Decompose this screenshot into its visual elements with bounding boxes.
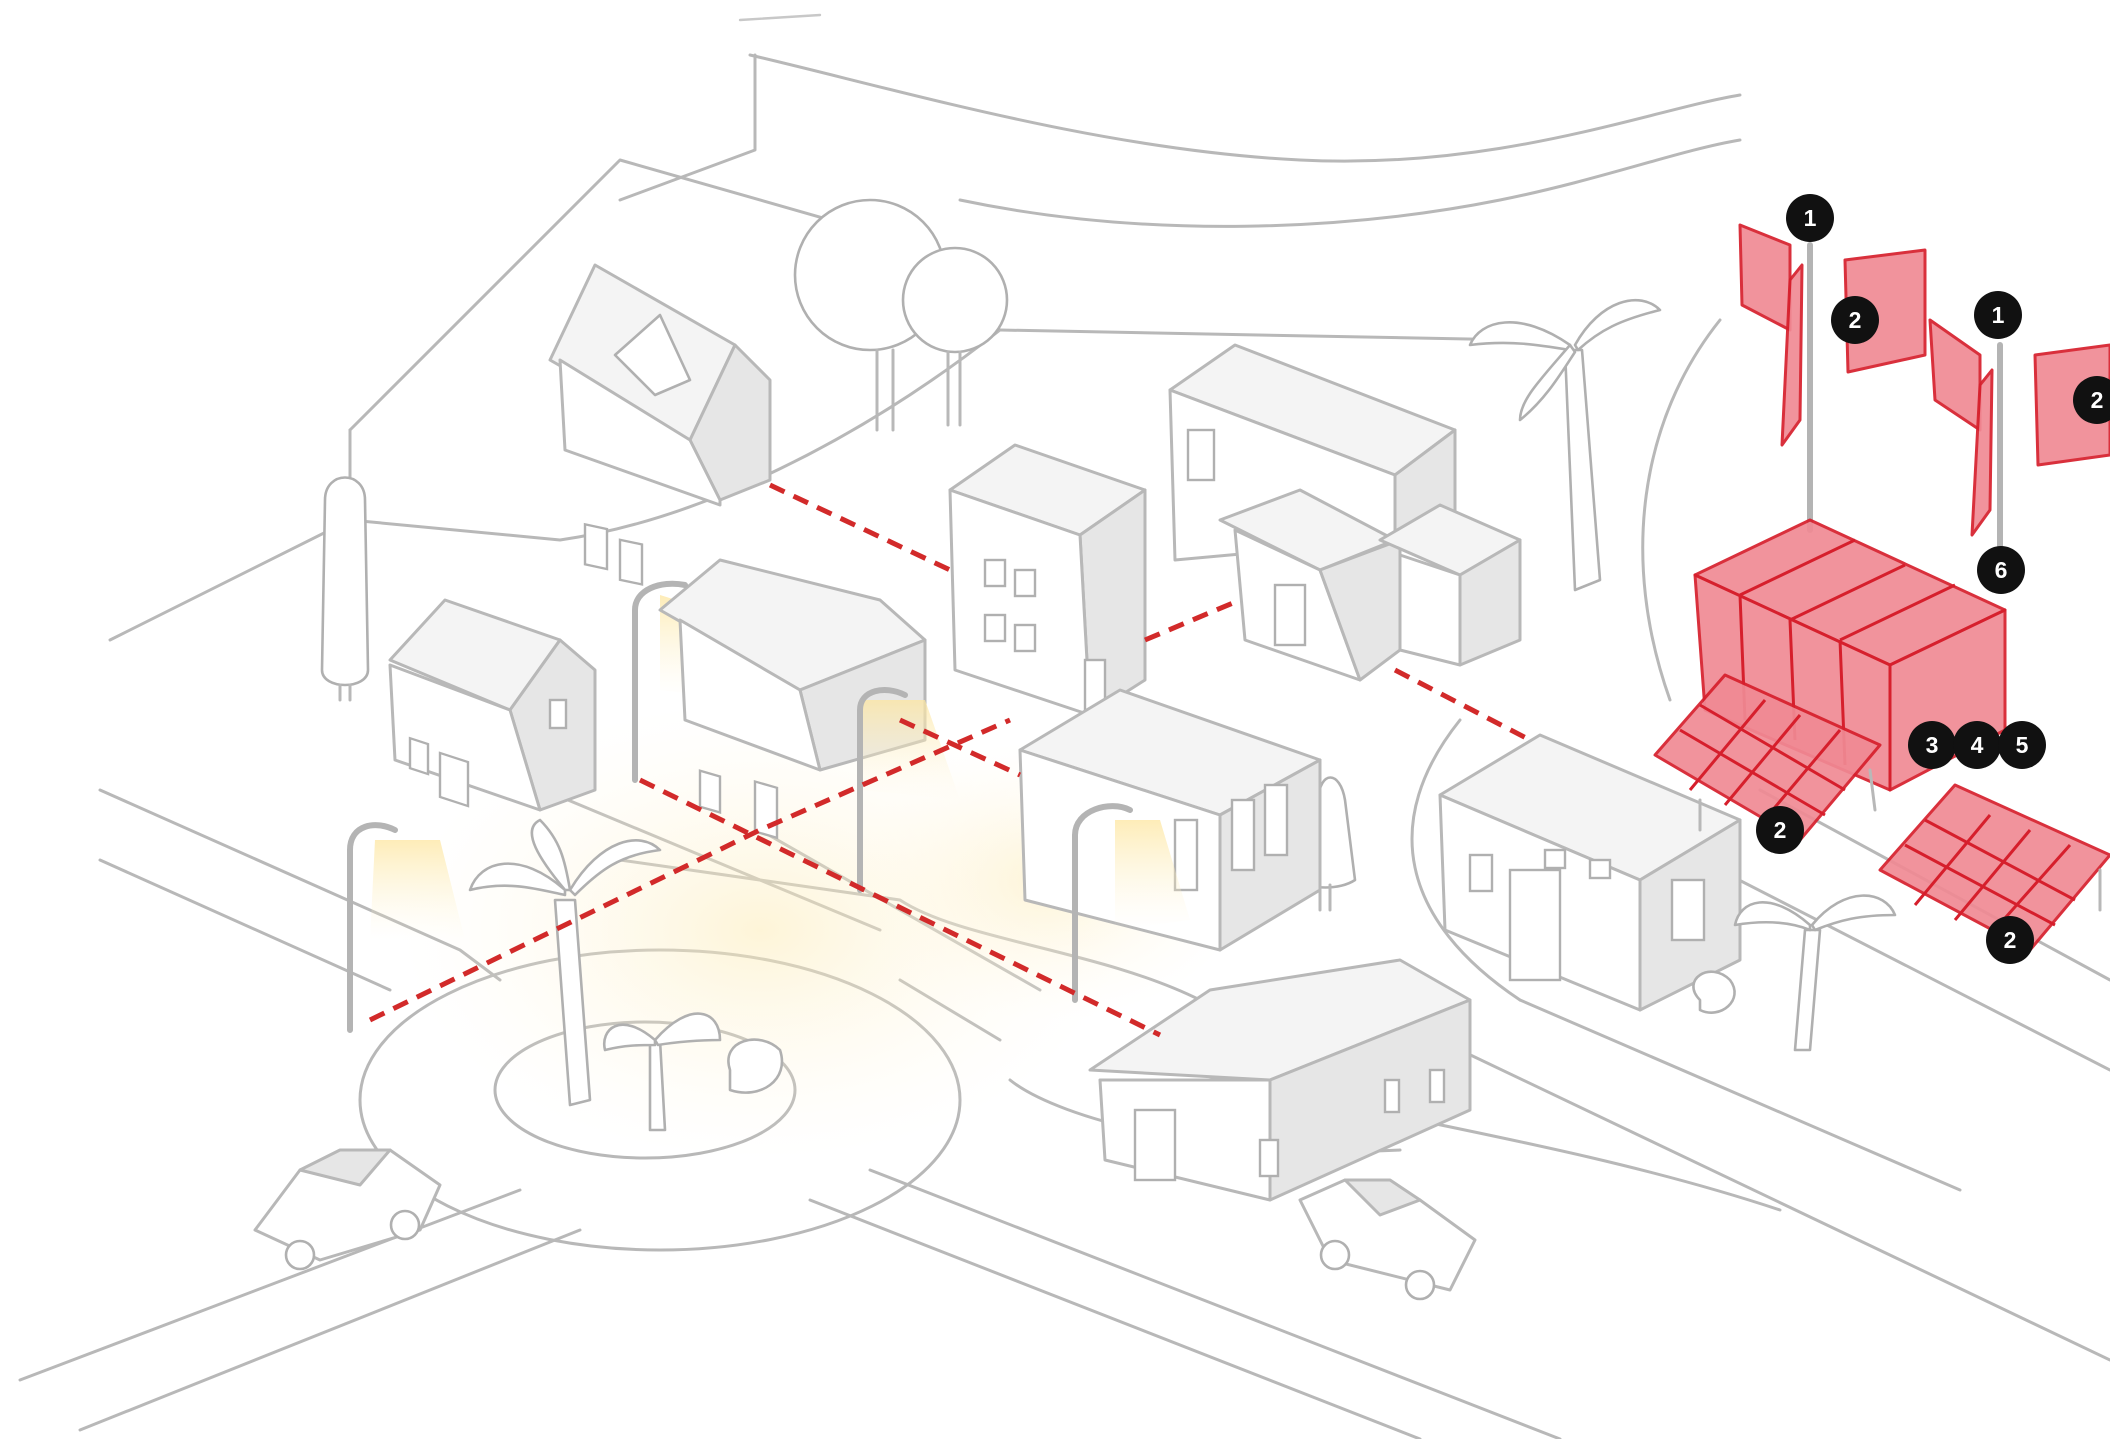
svg-text:4: 4: [1971, 732, 1984, 758]
building-cluster: [1168, 343, 1522, 682]
house-top-left: [548, 263, 772, 586]
svg-text:5: 5: [2016, 732, 2029, 758]
round-trees: [320, 198, 1357, 912]
marker-2-solar-panel-1: 2: [1756, 806, 1804, 854]
wind-turbine-1: [1738, 223, 1927, 533]
marker-2-turbine-a-blade: 2: [1831, 296, 1879, 344]
marker-1-turbine-a: 1: [1786, 194, 1834, 242]
svg-text:6: 6: [1995, 557, 2008, 583]
svg-text:1: 1: [1804, 205, 1817, 231]
wind-turbine-2: [1928, 318, 2110, 573]
svg-text:2: 2: [1849, 307, 1862, 333]
marker-5-container: 5: [1998, 721, 2046, 769]
grid-cables: [368, 482, 1532, 1038]
house-left: [388, 598, 597, 812]
house-bottom: [1088, 958, 1472, 1202]
solar-panel-2: [1878, 783, 2110, 952]
marker-3-container: 3: [1908, 721, 1956, 769]
marker-6-container-top: 6: [1977, 546, 2025, 594]
marker-2-solar-panel-2: 2: [1986, 916, 2034, 964]
marker-2-turbine-b-blade: 2: [2073, 376, 2110, 424]
svg-text:2: 2: [2004, 927, 2017, 953]
svg-text:2: 2: [2091, 387, 2104, 413]
solar-panel-1: [1653, 673, 1882, 842]
svg-text:1: 1: [1992, 302, 2005, 328]
svg-text:3: 3: [1926, 732, 1939, 758]
marker-1-turbine-b: 1: [1974, 291, 2022, 339]
street-lights: [347, 580, 1190, 1033]
palm-trees: [468, 299, 1897, 1132]
svg-text:2: 2: [1774, 817, 1787, 843]
building-right: [1438, 733, 1742, 1012]
marker-4-container: 4: [1953, 721, 2001, 769]
tall-building: [948, 443, 1147, 717]
cars: [253, 1148, 1477, 1301]
